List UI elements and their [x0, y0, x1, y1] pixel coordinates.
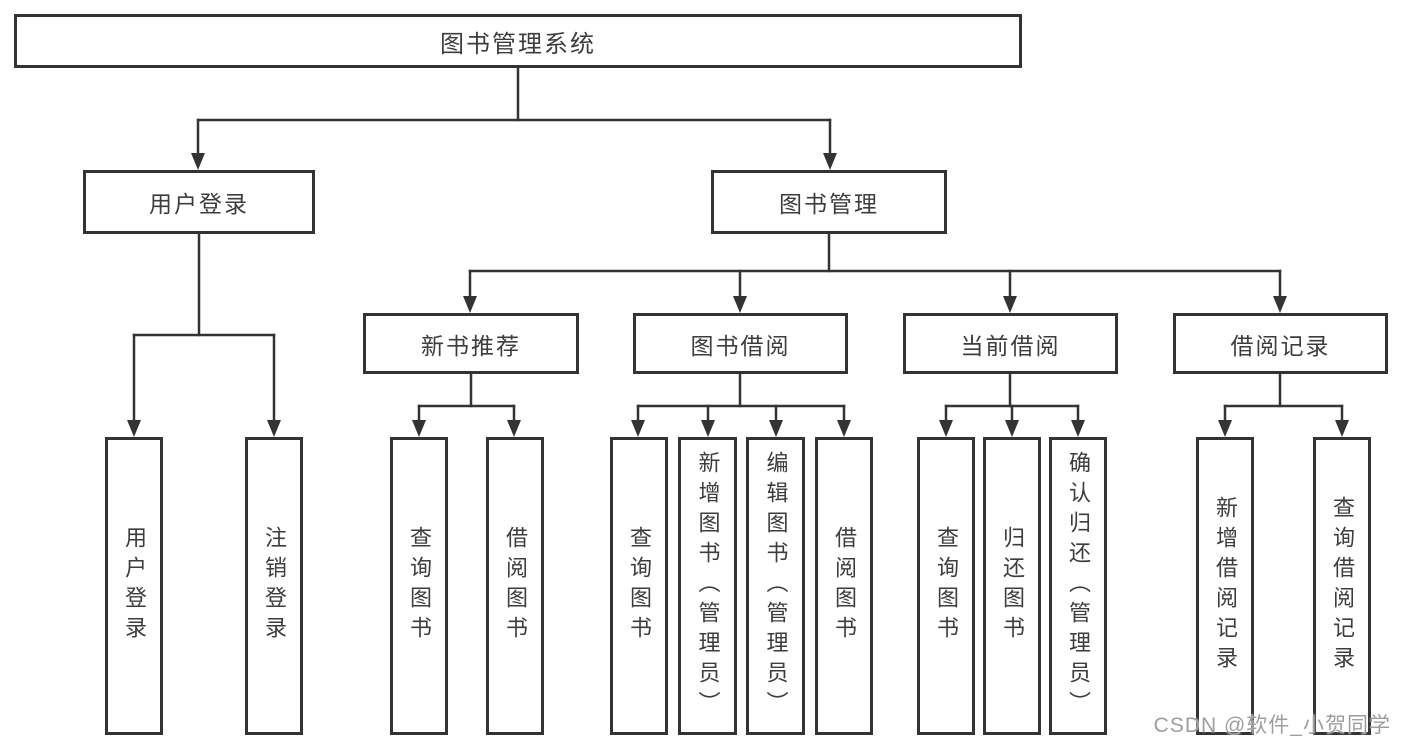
node-borrow-records: 借阅记录	[1173, 313, 1388, 374]
node-root: 图书管理系统	[14, 14, 1022, 68]
node-book-management-label: 图书管理	[779, 191, 879, 217]
leaf-borrow-books-recommend: 借阅图书	[486, 437, 544, 735]
leaf-logout-label: 注销登录	[262, 526, 287, 646]
node-current-borrow: 当前借阅	[903, 313, 1118, 374]
leaf-borrow-books-borrow: 借阅图书	[815, 437, 873, 735]
leaf-edit-books-admin: 编辑图书（管理员）	[746, 437, 805, 735]
leaf-add-books-admin-label: 新增图书（管理员）	[695, 451, 721, 721]
leaf-return-books: 归还图书	[983, 437, 1041, 735]
leaf-user-login-label: 用户登录	[122, 526, 147, 646]
node-book-borrow-label: 图书借阅	[690, 332, 791, 359]
leaf-borrow-books-borrow-label: 借阅图书	[832, 526, 857, 646]
leaf-query-books-current: 查询图书	[917, 437, 975, 735]
leaf-return-books-label: 归还图书	[1000, 526, 1025, 646]
node-root-label: 图书管理系统	[440, 30, 596, 58]
leaf-query-books-recommend: 查询图书	[390, 437, 448, 735]
leaf-confirm-return-admin: 确认归还（管理员）	[1049, 437, 1107, 735]
leaf-query-books-current-label: 查询图书	[934, 526, 959, 646]
leaf-edit-books-admin-label: 编辑图书（管理员）	[763, 451, 789, 721]
leaf-confirm-return-admin-label: 确认归还（管理员）	[1066, 451, 1091, 721]
leaf-query-books-borrow: 查询图书	[610, 437, 668, 735]
node-current-borrow-label: 当前借阅	[960, 332, 1061, 359]
node-new-book-recommend: 新书推荐	[363, 313, 579, 374]
leaf-borrow-books-recommend-label: 借阅图书	[503, 526, 528, 646]
leaf-query-borrow-record: 查询借阅记录	[1313, 437, 1371, 735]
node-new-book-recommend-label: 新书推荐	[421, 332, 521, 359]
node-user-login-label: 用户登录	[149, 191, 249, 217]
leaf-query-borrow-record-label: 查询借阅记录	[1330, 496, 1355, 676]
leaf-add-borrow-record-label: 新增借阅记录	[1213, 496, 1238, 676]
leaf-query-books-recommend-label: 查询图书	[407, 526, 432, 646]
leaf-query-books-borrow-label: 查询图书	[627, 526, 652, 646]
node-borrow-records-label: 借阅记录	[1230, 332, 1331, 359]
csdn-watermark: CSDN @软件_小贺同学	[1153, 714, 1391, 737]
leaf-add-borrow-record: 新增借阅记录	[1196, 437, 1254, 735]
leaf-user-login: 用户登录	[105, 437, 163, 735]
leaf-logout: 注销登录	[245, 437, 303, 735]
node-user-login: 用户登录	[83, 170, 315, 234]
node-book-management: 图书管理	[711, 170, 947, 234]
node-book-borrow: 图书借阅	[633, 313, 848, 374]
leaf-add-books-admin: 新增图书（管理员）	[678, 437, 737, 735]
